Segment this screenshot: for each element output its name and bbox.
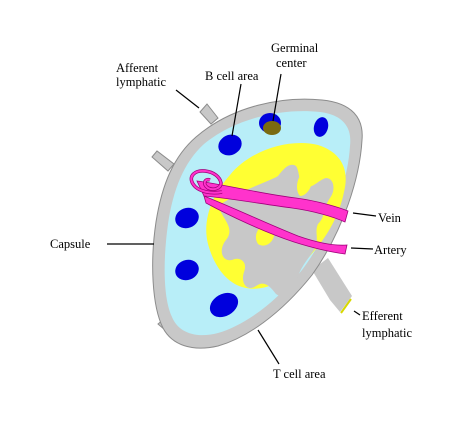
leader-germinal-center [272, 73, 282, 122]
b-cell-follicles [175, 113, 329, 318]
leader-efferent [353, 310, 361, 316]
label-artery: Artery [374, 243, 407, 257]
artery [203, 195, 348, 255]
leader-vein [352, 212, 377, 217]
efferent-vessel [312, 258, 352, 312]
follicle [313, 117, 329, 137]
labels: Afferent lymphatic B cell area Germinal … [50, 41, 412, 381]
follicle [209, 292, 239, 318]
label-germinal-line1: Germinal [271, 41, 319, 55]
label-germinal-line2: center [276, 56, 307, 70]
follicle [218, 134, 242, 156]
vessel-loop-fill [190, 169, 223, 194]
label-efferent-line1: Efferent [362, 309, 403, 323]
blood-vessels [189, 169, 349, 255]
label-vein: Vein [378, 211, 402, 225]
leader-artery [350, 247, 374, 250]
label-afferent-line1: Afferent [116, 61, 159, 75]
follicle [175, 259, 199, 281]
leader-afferent [175, 89, 200, 109]
vein [196, 180, 349, 223]
label-capsule: Capsule [50, 237, 91, 251]
label-b-cell-area: B cell area [205, 69, 259, 83]
label-t-cell-area: T cell area [273, 367, 326, 381]
follicle [175, 207, 199, 229]
leader-lines [107, 73, 377, 365]
afferent-vessel-top [199, 103, 219, 125]
label-afferent-line2: lymphatic [116, 75, 166, 89]
afferent-vessel-left [151, 150, 175, 172]
germinal-center [263, 121, 281, 135]
efferent-vessel-tip [340, 298, 352, 314]
medullary-cord-upper [297, 172, 312, 196]
leader-t-cell-area [257, 329, 280, 365]
leader-b-cell-area [231, 83, 242, 137]
label-efferent-line2: lymphatic [362, 326, 412, 340]
